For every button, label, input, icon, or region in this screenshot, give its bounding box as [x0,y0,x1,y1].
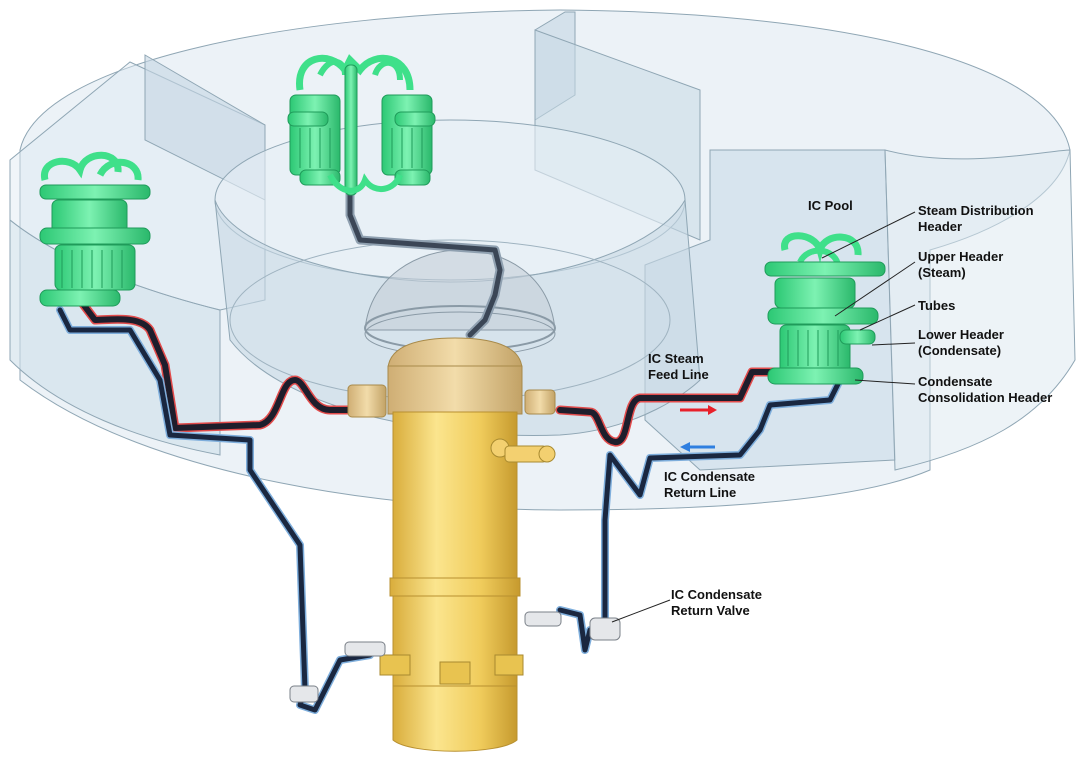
condensate-return-lines [56,306,844,714]
label-ic-condensate-return-valve-2: Return Valve [671,603,750,618]
steam-flow-arrow [680,405,717,415]
label-condensate-consolidation-2: Consolidation Header [918,390,1053,405]
pool-right-outer [884,149,1076,471]
label-ic-pool: IC Pool [808,198,853,213]
label-lower-header-1: Lower Header [918,327,1004,342]
callout-leaders [611,211,916,623]
label-ic-condensate-return-line-2: Return Line [664,485,737,500]
label-upper-header-1: Upper Header [918,249,1004,264]
label-ic-steam-feed-1: IC Steam [648,351,704,366]
vessel-head [387,337,523,369]
condensate-return-valve-right [524,611,621,641]
vessel-bottom [392,685,518,752]
reactor-vessel [347,337,556,752]
vessel-upper-flange [387,365,523,415]
heat-exchanger-left [39,151,151,307]
label-steam-distribution-header-1: Steam Distribution [918,203,1034,218]
label-upper-header-2: (Steam) [918,265,966,280]
label-steam-distribution-header-2: Header [918,219,963,234]
heat-exchanger-top [287,54,436,196]
label-tubes: Tubes [918,298,956,313]
label-ic-condensate-return-line-1: IC Condensate [664,469,756,484]
label-ic-condensate-return-valve-1: IC Condensate [671,587,763,602]
vessel-body-upper [392,411,518,583]
condensate-return-valve-left [289,641,386,703]
label-ic-steam-feed-2: Feed Line [648,367,709,382]
condensate-flow-arrow [680,442,715,452]
label-condensate-consolidation-1: Condensate [918,374,993,389]
steam-feed-lines [75,135,785,447]
heat-exchanger-right [764,232,886,385]
label-lower-header-2: (Condensate) [918,343,1002,358]
vessel-band [389,577,521,597]
